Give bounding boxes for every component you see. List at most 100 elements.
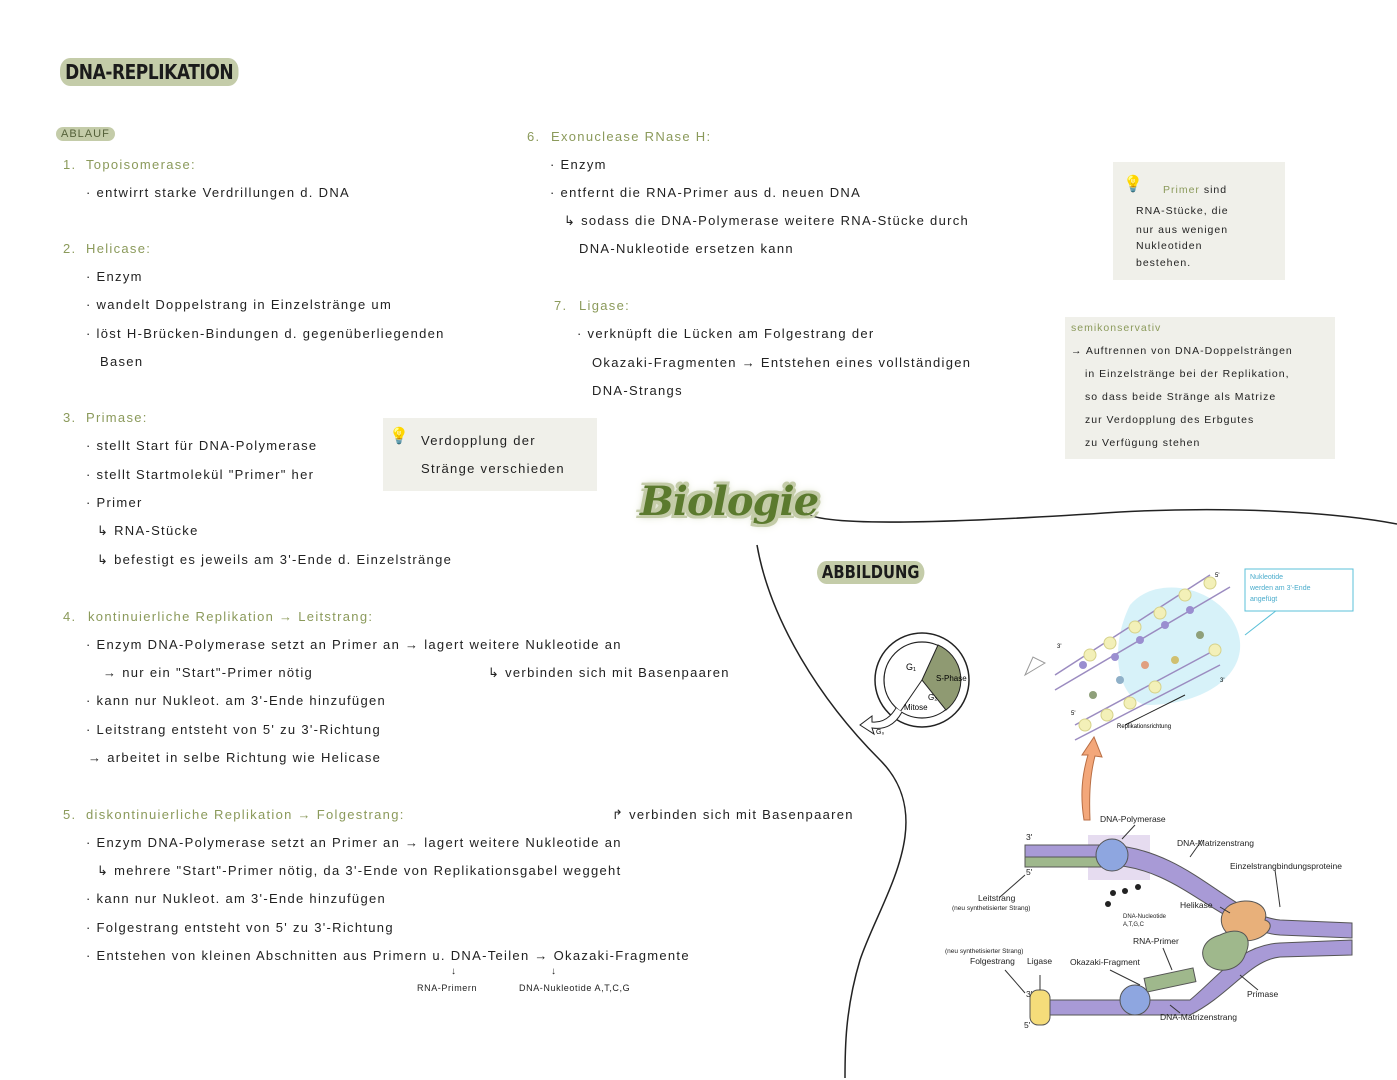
tip-line: nur aus wenigen: [1136, 224, 1229, 236]
step-3-line: · stellt Start für DNA-Polymerase: [86, 438, 318, 453]
template-strand-bottom: [1039, 939, 1353, 1016]
step-5-line: · kann nur Nukleot. am 3'-Ende hinzufüge…: [86, 891, 387, 906]
step-6-heading: Exonuclease RNase H:: [551, 129, 712, 144]
down-arrow-icon: ↓: [551, 966, 558, 977]
step-1-line: · entwirrt starke Verdrillungen d. DNA: [86, 185, 350, 200]
step-3-line: ↳ RNA-Stücke: [97, 523, 199, 538]
s-phase-label: S-Phase: [936, 674, 967, 683]
step-6-line: · Enzym: [550, 157, 607, 172]
label-nukleotide-sub: A,T,G,C: [1123, 922, 1145, 928]
label-folgestrang-sub: (neu synthetisierter Strang): [945, 948, 1023, 955]
step-1-heading: Topoisomerase:: [86, 157, 196, 172]
g0-label: G₀: [876, 729, 884, 736]
tip-note-primer: 💡 Primer sind RNA-Stücke, die nur aus we…: [1113, 162, 1285, 280]
cell-cycle-outer: [874, 632, 970, 728]
g2-label: G₂: [928, 693, 937, 702]
s-phase-sector: [921, 644, 962, 711]
label-ssb: Einzelstrangbindungsproteine: [1230, 861, 1342, 871]
five-prime-label: 5': [1026, 867, 1033, 877]
step-2-line: · Enzym: [86, 269, 143, 284]
step-1-number: 1.: [63, 157, 77, 172]
label-rna-primer: RNA-Primer: [1133, 936, 1179, 946]
semikonservativ-note: semikonservativ → Auftrennen von DNA-Dop…: [1065, 317, 1335, 459]
semikonservativ-line: → Auftrennen von DNA-Doppelsträngen: [1071, 345, 1293, 357]
step-4-line: ↳ verbinden sich mit Basenpaaren: [488, 665, 730, 680]
direction-arrow-icon: [1023, 656, 1047, 677]
page-title: DNA-REPLIKATION: [60, 58, 239, 86]
five-prime-label: 5': [1071, 711, 1075, 717]
mitose-label: Mitose: [904, 703, 928, 712]
biologie-logo: Biologie: [640, 478, 819, 525]
step-3-number: 3.: [63, 410, 77, 425]
nucleotide-strand-diagram: 5' 3' 3' 5' Replikationsrichtung Nukleot…: [1023, 568, 1354, 741]
tip-line: bestehen.: [1136, 257, 1192, 269]
step-2-line: · wandelt Doppelstrang in Einzelstränge …: [86, 297, 393, 312]
label-helikase: Helikase: [1180, 900, 1213, 910]
five-prime-label: 5': [1024, 1020, 1031, 1030]
semikonservativ-line: in Einzelstränge bei der Replikation,: [1085, 368, 1290, 380]
down-arrow-icon: ↓: [451, 966, 458, 977]
tip-line: RNA-Stücke, die: [1136, 205, 1229, 217]
tip-line: Stränge verschieden: [421, 461, 565, 476]
step-7-heading: Ligase:: [579, 298, 631, 313]
step-5-sublabel: RNA-Primern: [417, 983, 478, 993]
label-okazaki: Okazaki-Fragment: [1070, 957, 1141, 967]
cell-cycle-diagram: G₁ S-Phase G₂ Mitose G₀: [859, 632, 970, 736]
step-2-line: Basen: [100, 354, 144, 369]
step-4-number: 4.: [63, 609, 77, 624]
step-4-line: · Enzym DNA-Polymerase setzt an Primer a…: [86, 637, 622, 652]
step-5-sublabel: DNA-Nukleotide A,T,C,G: [519, 983, 631, 993]
tip-note-verdopplung: 💡 Verdopplung der Stränge verschieden: [383, 418, 597, 491]
three-prime-label: 3': [1057, 644, 1061, 650]
template-strand-top: [1024, 844, 1353, 939]
tip-line: Nukleotiden: [1136, 240, 1203, 252]
callout-box: [1244, 568, 1354, 612]
step-2-line: · löst H-Brücken-Bindungen d. gegenüberl…: [86, 326, 445, 341]
semikonservativ-line: so dass beide Stränge als Matrize: [1085, 391, 1277, 403]
lightbulb-icon: 💡: [1123, 176, 1143, 193]
dna-polymerase-bottom: [1119, 984, 1151, 1016]
step-5-heading: diskontinuierliche Replikation → Folgest…: [86, 807, 405, 822]
step-7-line: · verknüpft die Lücken am Folgestrang de…: [577, 326, 875, 341]
step-5-line: · Entstehen von kleinen Abschnitten aus …: [86, 948, 690, 963]
abbildung-heading: ABBILDUNG: [817, 561, 925, 584]
label-leader-lines: [999, 824, 1281, 1014]
rna-primer-segment: [1143, 967, 1197, 993]
label-folgestrang: Folgestrang: [970, 956, 1015, 966]
step-6-line: ↳ sodass die DNA-Polymerase weitere RNA-…: [564, 213, 970, 228]
replication-direction-arrow: [1124, 694, 1186, 726]
label-primase: Primase: [1247, 989, 1278, 999]
callout-line: Nukleotide: [1250, 574, 1283, 581]
step-3-line: · Primer: [86, 495, 143, 510]
orange-arrow-icon: [1081, 735, 1103, 821]
nucleotide-beads: [1078, 576, 1222, 732]
base-hexagons: [1079, 606, 1204, 699]
ablauf-badge: ABLAUF: [56, 127, 115, 141]
step-6-number: 6.: [527, 129, 541, 144]
step-3-heading: Primase:: [86, 410, 148, 425]
three-prime-label: 3': [1220, 678, 1224, 684]
g0-arrow-icon: [859, 707, 903, 736]
ligase-shape: [1029, 989, 1051, 1026]
tip-line: sind: [1203, 184, 1228, 196]
label-matrizenstrang-bottom: DNA-Matrizenstrang: [1160, 1012, 1237, 1022]
step-4-line: → arbeitet in selbe Richtung wie Helicas…: [88, 750, 382, 765]
label-matrizenstrang: DNA-Matrizenstrang: [1177, 838, 1254, 848]
label-dna-polymerase: DNA-Polymerase: [1100, 814, 1166, 824]
step-7-number: 7.: [554, 298, 568, 313]
callout-line: werden am 3'-Ende: [1249, 585, 1311, 592]
step-5-line: · Folgestrang entsteht von 5' zu 3'-Rich…: [86, 920, 394, 935]
dna-polymerase-top: [1095, 838, 1129, 872]
step-3-line: · stellt Startmolekül "Primer" her: [86, 467, 315, 482]
five-prime-label: 5': [1215, 573, 1219, 579]
step-4-line: → nur ein "Start"-Primer nötig: [103, 665, 314, 680]
semikonservativ-line: zu Verfügung stehen: [1085, 437, 1201, 449]
step-5-line: ↳ mehrere "Start"-Primer nötig, da 3'-En…: [97, 863, 622, 878]
replication-direction-label: Replikationsrichtung: [1117, 724, 1171, 730]
lightbulb-icon: 💡: [389, 428, 409, 445]
three-prime-label: 3': [1026, 989, 1033, 999]
label-ligase: Ligase: [1027, 956, 1052, 966]
step-4-line: · Leitstrang entsteht von 5' zu 3'-Richt…: [86, 722, 381, 737]
step-4-line: · kann nur Nukleot. am 3'-Ende hinzufüge…: [86, 693, 387, 708]
step-7-line: Okazaki-Fragmenten → Entstehen eines vol…: [592, 355, 972, 370]
